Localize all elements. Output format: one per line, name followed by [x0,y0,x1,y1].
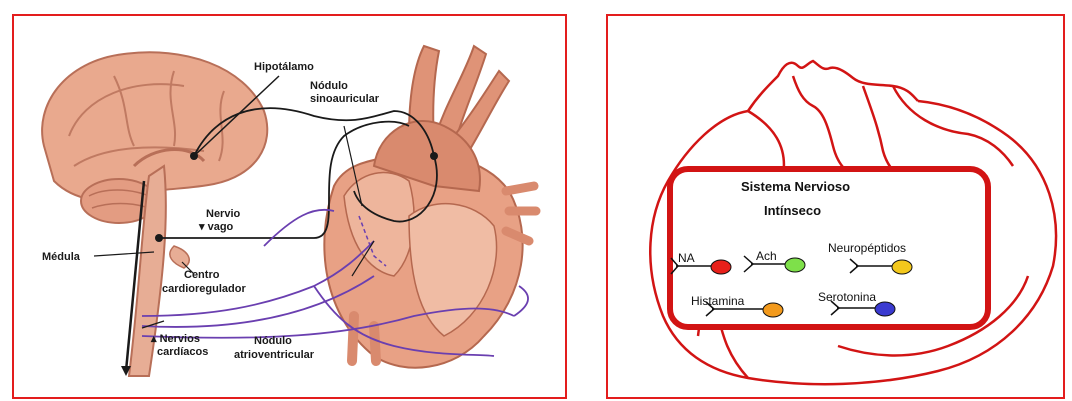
box-title-line1: Sistema Nervioso [741,179,850,194]
label-nervio-vago-1: Nervio [206,208,241,220]
label-centro-2: cardioregulador [162,283,246,295]
label-medula: Médula [42,251,81,263]
label-nervio-vago-2: ▾ vago [198,221,234,233]
label-nervios-2: cardíacos [157,346,208,358]
box-title-line2: Intínseco [764,203,821,218]
label-nervios-1: ▴ Nervios [150,333,200,345]
nt-dot-neuropeptidos [892,260,912,274]
brain-heart-illustration: Hipotálamo Nódulo sinoauricular Nervio ▾… [14,16,569,401]
label-hipotalamo: Hipotálamo [254,61,314,73]
label-nodulo-sa-1: Nódulo [310,80,348,92]
label-nodulo-av-2: atrioventricular [234,349,315,361]
nt-dot-serotonina [875,302,895,316]
nt-dot-ach [785,258,805,272]
nt-dot-histamina [763,303,783,317]
nt-label-neuropeptidos: Neuropéptidos [828,241,906,255]
nt-label-ach: Ach [756,249,777,263]
nt-label-serotonina: Serotonina [818,290,876,304]
heart-outline-schematic: Sistema Nervioso Intínseco NA Ach Neurop… [608,16,1067,401]
anatomy-panel: Hipotálamo Nódulo sinoauricular Nervio ▾… [12,14,567,399]
label-nodulo-sa-2: sinoauricular [310,93,380,105]
nt-label-histamina: Histamina [691,294,745,308]
nt-dot-na [711,260,731,274]
label-nodulo-av-1: Nódulo [254,335,292,347]
intrinsic-system-panel: Sistema Nervioso Intínseco NA Ach Neurop… [606,14,1065,399]
label-centro-1: Centro [184,269,220,281]
nt-label-na: NA [678,251,695,265]
